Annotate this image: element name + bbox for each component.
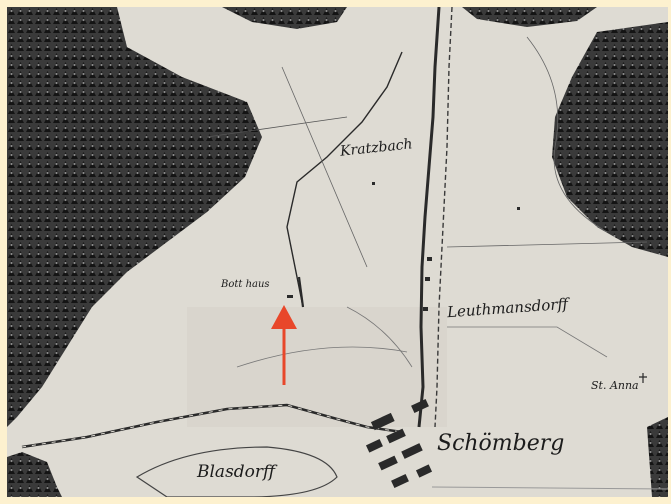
forest-bottom-left [7, 452, 62, 497]
forest-right [552, 22, 668, 257]
historic-map: Kratzbach Bott haus Leuthmansdorff St. A… [7, 7, 668, 497]
church-cross [639, 373, 647, 383]
stream-main [417, 7, 441, 428]
place-label-botthaus: Bott haus [221, 279, 270, 290]
town-schomberg-block [365, 398, 433, 489]
map-drawing [7, 7, 668, 497]
road-parallel [434, 7, 453, 428]
forest-top-right [462, 7, 597, 27]
forest-top-center [222, 7, 347, 29]
location-marker-arrow [271, 305, 297, 385]
forest-top-left [7, 7, 262, 427]
place-label-schomberg: Schömberg [437, 431, 565, 456]
stream-kratzbach [286, 51, 403, 308]
forest-bottom-right [647, 417, 668, 497]
stream-bend [21, 403, 403, 449]
place-label-blasdorf: Blasdorff [197, 462, 276, 482]
place-label-st-anna: St. Anna [591, 379, 639, 392]
